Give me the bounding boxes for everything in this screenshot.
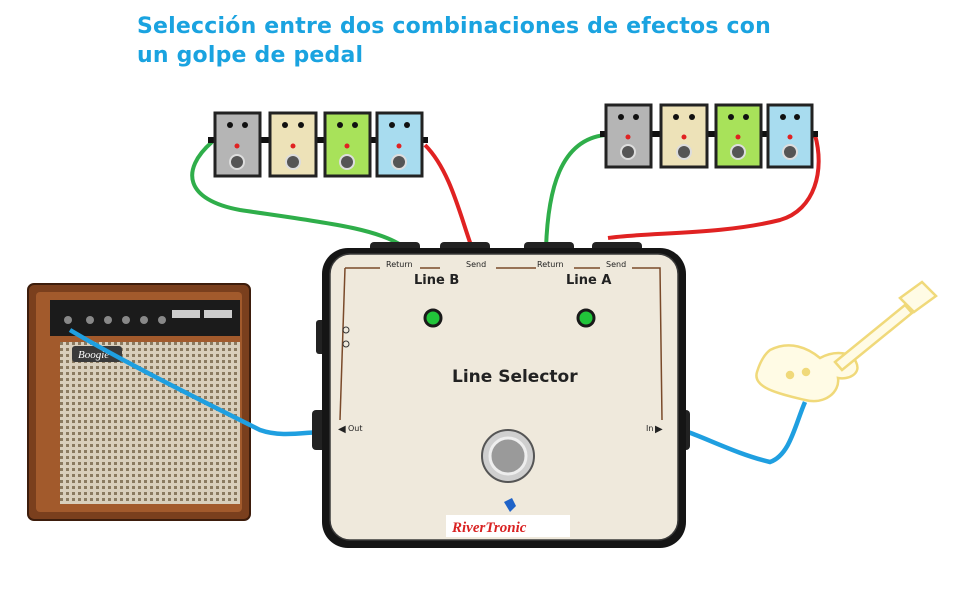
in-arrow-icon: ▶ [655,424,663,435]
effect-pedal [323,111,372,178]
effect-pedal [714,103,763,169]
footswitch[interactable] [481,429,535,483]
red-cable-a [607,134,821,240]
effect-pedal [604,103,653,169]
send-a-label: Send [606,260,626,269]
rivertronic-logo: RiverTronic [446,498,570,537]
line-b-label: Line B [414,273,459,288]
return-b-label: Return [386,260,413,269]
red-cable-b [423,143,474,249]
effect-pedal [268,111,318,178]
guitarist-icon [504,498,516,512]
effect-pedal [766,103,814,169]
pedal-chain-b [208,111,428,178]
selector-title: Line Selector [452,367,578,387]
amp-brand-label: Boogie [78,349,109,361]
amp-knobs [64,310,232,324]
blue-cable-out [68,328,321,437]
return-a-label: Return [537,260,564,269]
green-cable-a [544,133,606,249]
page-title: Selección entre dos combinaciones de efe… [137,12,777,70]
led-line-b [423,308,443,328]
line-selector-box [312,242,690,548]
green-cable-b [190,140,407,250]
effect-pedal [659,103,709,169]
guitar [755,280,938,403]
title-line-2: un golpe de pedal [137,43,364,68]
out-label: Out [348,424,363,433]
title-line-1: Selección entre dos combinaciones de efe… [137,14,771,39]
amplifier: Boogie [27,283,251,521]
pedal-chain-a [600,103,818,169]
out-arrow-icon: ◀ [338,424,346,435]
blue-cable-in [687,401,808,465]
effect-pedal [375,111,424,178]
line-a-label: Line A [566,273,611,288]
in-label: In [646,424,653,433]
svg-text:RiverTronic: RiverTronic [451,520,527,536]
send-b-label: Send [466,260,486,269]
led-line-a [576,308,596,328]
effect-pedal [213,111,262,178]
